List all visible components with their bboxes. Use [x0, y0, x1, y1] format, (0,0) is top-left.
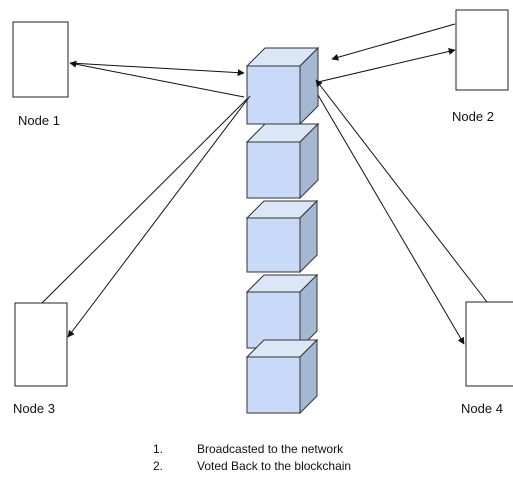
blockchain-stack: [245, 46, 320, 415]
block-cube: [245, 122, 320, 200]
block-cube: [245, 273, 319, 350]
block-cube: [245, 46, 320, 126]
node-4-box: [465, 301, 513, 387]
arrow-node3-to-chain: [41, 98, 248, 304]
legend: 1. Broadcasted to the network 2. Voted B…: [153, 442, 351, 473]
block-cube: [245, 338, 319, 415]
arrow-chain-to-node2: [317, 48, 456, 83]
block-cube-front: [246, 356, 301, 414]
arrow-node2-to-chain: [331, 23, 456, 61]
arrow-chain-to-node1: [69, 60, 245, 98]
node-4-label: Node 4: [461, 401, 503, 416]
block-cube-front: [246, 217, 301, 273]
arrow-node1-to-chain: [69, 62, 245, 77]
legend-item-1-text: Broadcasted to the network: [197, 442, 344, 456]
arrow-chain-to-node3: [67, 95, 251, 338]
block-cube: [245, 199, 319, 274]
legend-item-2-text: Voted Back to the blockchain: [197, 459, 351, 473]
node-2-label: Node 2: [452, 109, 494, 124]
node-1-label: Node 1: [18, 113, 60, 128]
legend-item-1-number: 1.: [153, 442, 163, 456]
arrow-chain-to-node4: [317, 94, 465, 345]
arrow-node4-to-chain: [315, 79, 488, 303]
node-2-box: [455, 9, 509, 91]
legend-item-2-number: 2.: [153, 459, 163, 473]
block-cube-front: [246, 65, 301, 125]
node-3-box: [14, 302, 68, 387]
block-cube-front: [246, 141, 301, 199]
node-3-label: Node 3: [13, 401, 55, 416]
block-cube-front: [246, 291, 301, 349]
node-1-box: [12, 21, 69, 98]
